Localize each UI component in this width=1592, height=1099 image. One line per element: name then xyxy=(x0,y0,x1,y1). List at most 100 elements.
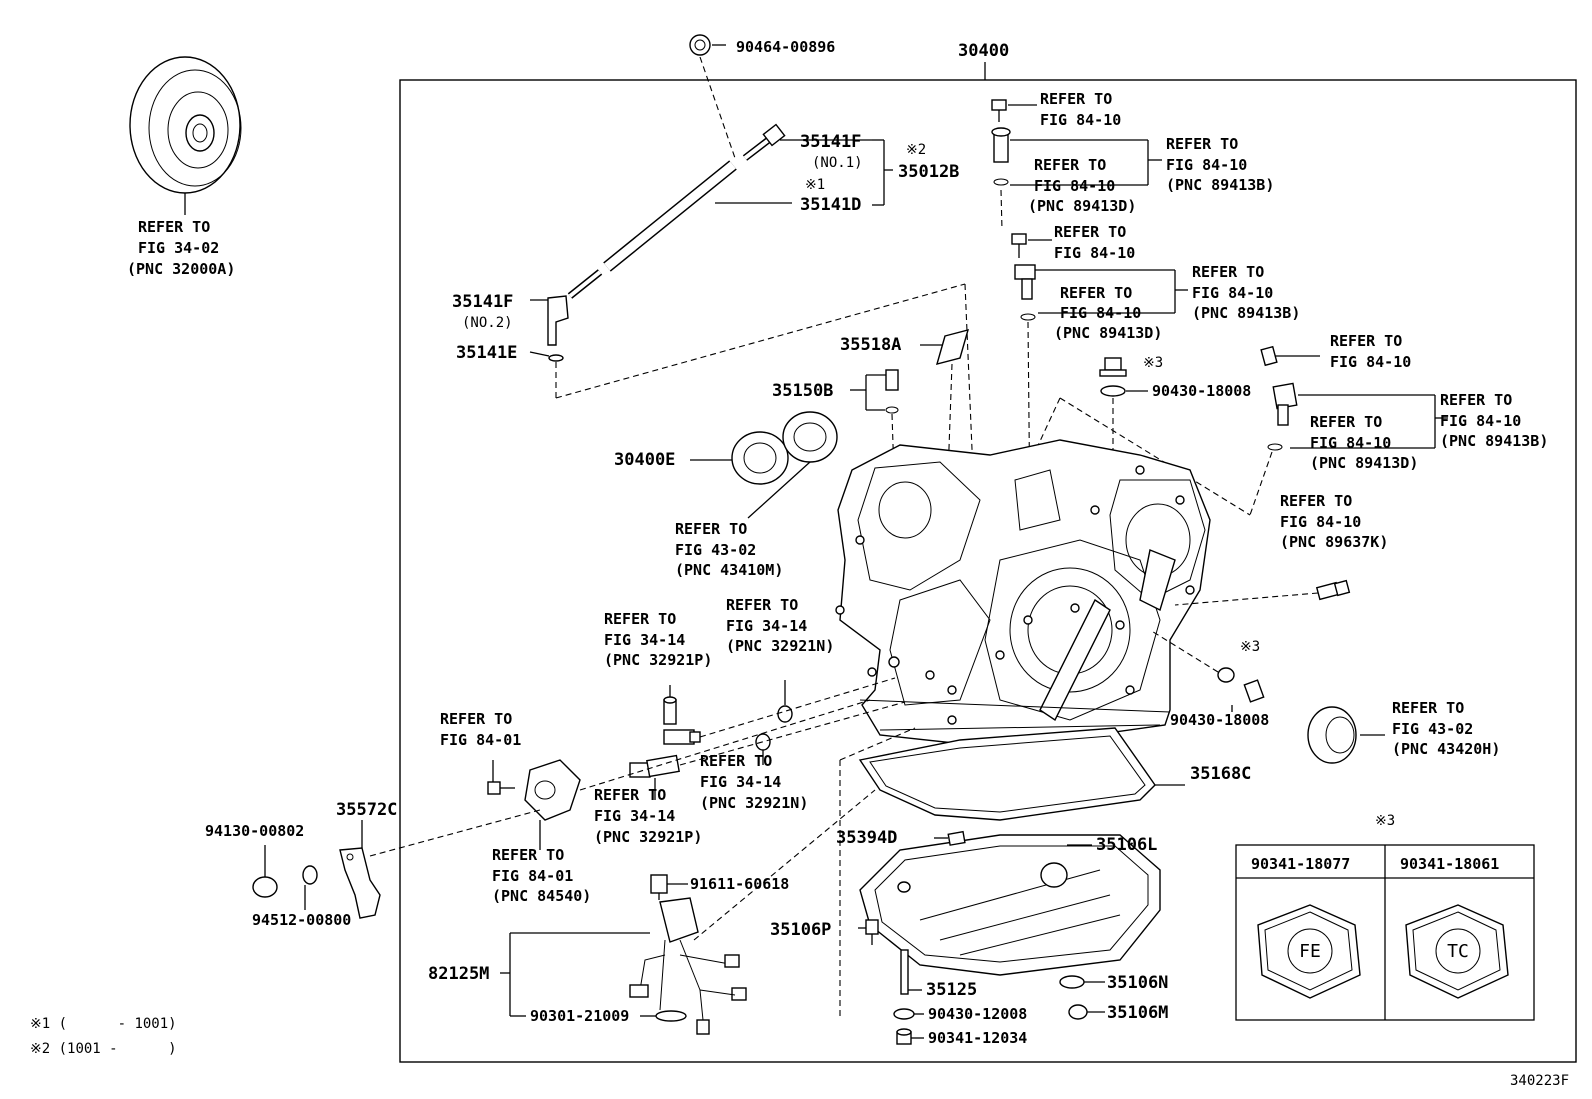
part-30400E: 30400E xyxy=(614,450,675,470)
torque-converter xyxy=(129,56,242,215)
svg-text:TC: TC xyxy=(1447,941,1469,962)
svg-text:REFER TO: REFER TO xyxy=(1040,90,1112,108)
drain-plug-lower xyxy=(1149,629,1265,712)
svg-text:FIG 84-10: FIG 84-10 xyxy=(1054,244,1135,262)
part-35106N: 35106N xyxy=(1107,973,1168,993)
svg-text:(PNC 89413D): (PNC 89413D) xyxy=(1028,197,1136,215)
oil-cooler-pipe xyxy=(529,34,976,521)
svg-text:(PNC 89637K): (PNC 89637K) xyxy=(1280,533,1388,551)
plug-table-col2: 90341-18061 xyxy=(1400,855,1499,873)
part-35141F-no2: 35141F xyxy=(452,292,513,312)
svg-text:REFER TO: REFER TO xyxy=(726,596,798,614)
plug-table: ※3 90341-18077 90341-18061 FE TC xyxy=(1235,813,1535,1021)
svg-text:REFER TO: REFER TO xyxy=(138,218,210,236)
svg-text:FIG 84-10: FIG 84-10 xyxy=(1034,177,1115,195)
part-35141F-no2-qualifier: (NO.2) xyxy=(462,315,513,331)
svg-text:(PNC 32000A): (PNC 32000A) xyxy=(127,260,235,278)
part-90464-00896: 90464-00896 xyxy=(736,38,835,56)
part-90341-12034: 90341-12034 xyxy=(928,1029,1027,1047)
svg-text:REFER TO: REFER TO xyxy=(700,752,772,770)
part-35394D: 35394D xyxy=(836,828,897,848)
svg-text:FIG 84-10: FIG 84-10 xyxy=(1166,156,1247,174)
svg-text:REFER TO: REFER TO xyxy=(1192,263,1264,281)
svg-text:(PNC 32921P): (PNC 32921P) xyxy=(604,651,712,669)
plug-table-col1: 90341-18077 xyxy=(1251,855,1350,873)
svg-text:REFER TO: REFER TO xyxy=(1310,413,1382,431)
note-mark-1: ※1 xyxy=(805,177,825,193)
svg-text:REFER TO: REFER TO xyxy=(1330,332,1402,350)
svg-text:REFER TO: REFER TO xyxy=(1440,391,1512,409)
svg-text:FIG 43-02: FIG 43-02 xyxy=(675,541,756,559)
ref-temp-sensor: REFER TO FIG 84-10 (PNC 89637K) xyxy=(1280,492,1388,551)
svg-text:(PNC 43410M): (PNC 43410M) xyxy=(675,561,783,579)
part-82125M: 82125M xyxy=(428,964,489,984)
svg-text:(PNC 89413B): (PNC 89413B) xyxy=(1440,432,1548,450)
svg-text:REFER TO: REFER TO xyxy=(675,520,747,538)
svg-text:FIG 84-10: FIG 84-10 xyxy=(1330,353,1411,371)
svg-text:(PNC 32921N): (PNC 32921N) xyxy=(726,637,834,655)
svg-text:FIG 34-14: FIG 34-14 xyxy=(700,773,781,791)
svg-text:REFER TO: REFER TO xyxy=(594,786,666,804)
pan-bolts xyxy=(858,919,1105,1045)
part-35106M: 35106M xyxy=(1107,1003,1168,1023)
part-90301-21009: 90301-21009 xyxy=(530,1007,629,1025)
manual-shift-lever xyxy=(252,820,381,919)
svg-text:(PNC 84540): (PNC 84540) xyxy=(492,887,591,905)
footnote-2: ※2 (1001 - ) xyxy=(30,1041,177,1057)
oil-pan-gasket xyxy=(858,727,1185,821)
svg-text:REFER TO: REFER TO xyxy=(1060,284,1132,302)
svg-text:FIG 34-14: FIG 34-14 xyxy=(594,807,675,825)
part-35141F-no1: 35141F xyxy=(800,132,861,152)
svg-text:FE: FE xyxy=(1299,941,1321,962)
footnote-1: ※1 ( - 1001) xyxy=(30,1016,177,1032)
part-94130-00802: 94130-00802 xyxy=(205,822,304,840)
solenoid-wire xyxy=(500,874,747,1035)
svg-text:FIG 34-14: FIG 34-14 xyxy=(726,617,807,635)
ref-sensor3-bolt: REFER TO FIG 84-10 xyxy=(1330,332,1411,371)
svg-text:FIG 84-10: FIG 84-10 xyxy=(1192,284,1273,302)
svg-text:(PNC 89413D): (PNC 89413D) xyxy=(1310,454,1418,472)
svg-text:REFER TO: REFER TO xyxy=(1166,135,1238,153)
svg-text:REFER TO: REFER TO xyxy=(1280,492,1352,510)
ref-oil-seal-left: REFER TO FIG 43-02 (PNC 43410M) xyxy=(675,520,783,579)
part-35141E: 35141E xyxy=(456,343,517,363)
transaxle-case xyxy=(835,439,1211,749)
note-mark-3-upper: ※3 xyxy=(1143,355,1163,371)
ref-fitting-n-upper: REFER TO FIG 34-14 (PNC 32921N) xyxy=(726,596,834,655)
assembly-frame xyxy=(399,79,1577,1063)
part-35106L: 35106L xyxy=(1096,835,1157,855)
part-number-labels: 30400 90464-00896 35141F (NO.1) ※2 ※1 35… xyxy=(205,38,1269,1047)
speed-sensor-3 xyxy=(1034,345,1448,516)
svg-text:REFER TO: REFER TO xyxy=(440,710,512,728)
svg-text:REFER TO: REFER TO xyxy=(1392,699,1464,717)
part-35012B: 35012B xyxy=(898,162,959,182)
part-90430-18008-upper: 90430-18008 xyxy=(1152,382,1251,400)
note-mark-2: ※2 xyxy=(906,142,926,158)
speed-sensor-1 xyxy=(991,99,1162,231)
cooler-fittings xyxy=(629,677,906,800)
svg-text:FIG 84-01: FIG 84-01 xyxy=(492,867,573,885)
part-35572C: 35572C xyxy=(336,800,397,820)
neutral-start-switch xyxy=(369,699,871,857)
svg-text:FIG 84-10: FIG 84-10 xyxy=(1280,513,1361,531)
part-35106P: 35106P xyxy=(770,920,831,940)
svg-text:(PNC 89413B): (PNC 89413B) xyxy=(1166,176,1274,194)
part-35518A: 35518A xyxy=(840,335,901,355)
part-35168C: 35168C xyxy=(1190,764,1251,784)
part-30400: 30400 xyxy=(958,41,1009,61)
svg-text:REFER TO: REFER TO xyxy=(604,610,676,628)
plug-tc-icon: TC xyxy=(1405,904,1509,999)
svg-text:(PNC 32921P): (PNC 32921P) xyxy=(594,828,702,846)
ref-torque-converter: REFER TO FIG 34-02 (PNC 32000A) xyxy=(127,218,235,278)
note-mark-3-lower: ※3 xyxy=(1240,639,1260,655)
svg-text:FIG 34-02: FIG 34-02 xyxy=(138,239,219,257)
